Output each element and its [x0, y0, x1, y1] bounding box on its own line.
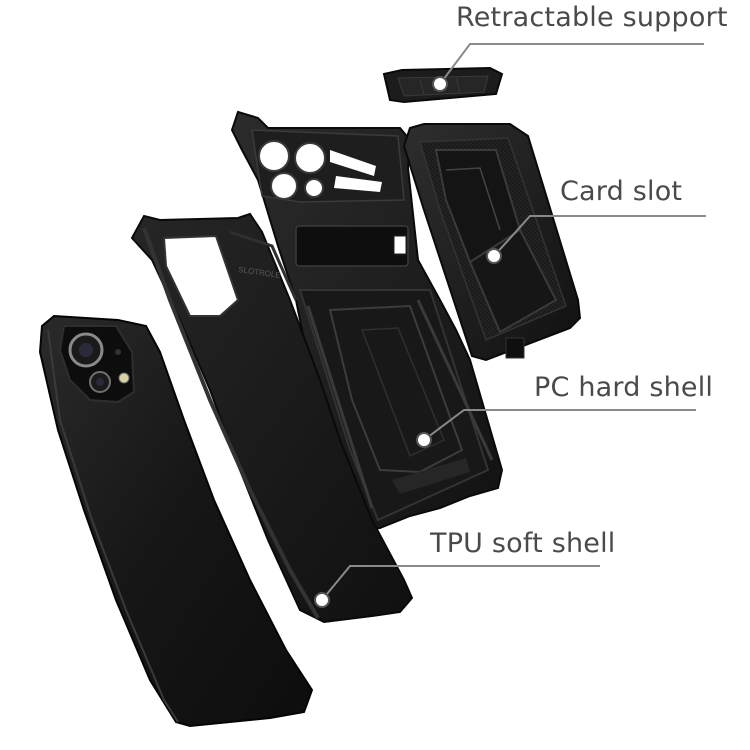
tpu-camera-window — [162, 234, 240, 317]
pc-hard-shell — [230, 110, 504, 532]
phone — [38, 314, 314, 728]
phone-camera-island — [58, 325, 136, 404]
callout-marker — [416, 432, 432, 448]
flash — [118, 372, 130, 384]
tpu-soft-shell: SLOTROLE — [130, 212, 414, 624]
callout-card-slot: Card slot — [560, 176, 683, 207]
callout-marker — [432, 76, 448, 92]
lens-hole — [294, 142, 326, 174]
callout-pc-hard-shell: PC hard shell — [534, 372, 714, 403]
callout-marker — [486, 248, 502, 264]
lens-hole — [270, 172, 298, 200]
callout-leader-tpu-shell — [314, 565, 600, 608]
card-slot-module — [402, 123, 582, 362]
callout-leader-card-slot — [486, 215, 706, 264]
callout-leader-pc-shell — [416, 409, 696, 448]
flash-slot — [330, 150, 376, 176]
kickstand-slot — [295, 225, 409, 267]
lens-hole — [304, 178, 324, 198]
callout-tpu-soft-shell: TPU soft shell — [430, 528, 616, 559]
callout-marker — [314, 592, 330, 608]
lens-hole — [258, 140, 290, 172]
sensor-slot — [334, 176, 382, 192]
callout-leader-retractable — [432, 43, 704, 92]
callout-retractable-support: Retractable support — [456, 2, 728, 33]
